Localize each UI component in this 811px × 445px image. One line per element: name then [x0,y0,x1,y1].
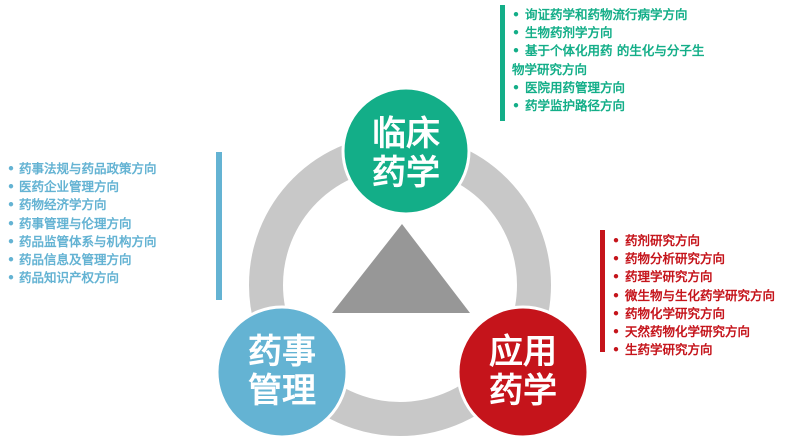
list-item-text: 药学监护路径方向 [525,98,626,114]
list-item-text: 药剂研究方向 [625,233,701,248]
list-item: 药品信息及管理方向 [7,251,212,269]
list-item-text: 药品监管体系与机构方向 [19,233,157,249]
list-item: 药事法规与药品政策方向 [7,160,212,178]
node-clinical-circle [341,86,471,216]
node-management-label-line2: 管理 [248,371,316,411]
list-item: 药品知识产权方向 [7,269,212,287]
list-item-text: 生药学研究方向 [625,342,713,358]
center-triangle [332,224,470,313]
node-clinical-pharmacy: 临床 药学 [341,86,471,216]
list-item: 药事管理与伦理方向 [7,215,212,233]
management-directions-list: 药事法规与药品政策方向 医药企业管理方向 药物经济学方向 药事管理与伦理方向 药… [7,160,212,288]
node-clinical-label-line2: 药学 [372,153,440,193]
list-item-text: 药物经济学方向 [19,197,107,213]
node-management-label-line1: 药事 [248,332,316,372]
list-item-text: 生物药剂学方向 [525,25,613,41]
list-item-text: 药物分析研究方向 [625,251,726,267]
list-item-text: 药品信息及管理方向 [19,252,132,268]
list-item-text: 药事法规与药品政策方向 [19,161,157,176]
list-item: 药物化学研究方向 [612,305,810,323]
node-applied-circle [456,305,590,439]
node-applied-label-line2: 药学 [489,371,557,411]
list-item: 医院用药管理方向 [512,79,762,97]
list-item: 询证药学和药物流行病学方向 [512,6,762,24]
list-item: 药理学研究方向 [612,268,810,286]
list-item-text: 医院用药管理方向 [525,79,626,95]
list-item: 生药学研究方向 [612,341,810,359]
list-item: 药物经济学方向 [7,196,212,214]
list-item-text: 微生物与生化药学研究方向 [625,287,776,303]
list-item: 药学监护路径方向 [512,97,762,115]
list-item: 药剂研究方向 [612,232,810,250]
list-item: 基于个体化用药 的生化与分子生 物学研究方向 [512,42,765,78]
applied-directions-list: 药剂研究方向 药物分析研究方向 药理学研究方向 微生物与生化药学研究方向 药物化… [612,232,810,360]
list-item-text: 药理学研究方向 [625,269,713,285]
list-item-text: 询证药学和药物流行病学方向 [525,7,688,22]
node-applied-label-line1: 应用 [489,332,557,372]
list-item-text: 药事管理与伦理方向 [19,215,132,231]
node-applied-pharmacy: 应用 药学 [456,305,590,439]
list-item: 药物分析研究方向 [612,250,810,268]
list-item-text-continued: 物学研究方向 [512,61,588,77]
list-item-text: 药物化学研究方向 [625,305,726,321]
clinical-divider-bar [500,5,505,121]
node-management-circle [215,305,349,439]
list-item-text: 医药企业管理方向 [19,179,120,195]
list-item: 生物药剂学方向 [512,24,762,42]
node-pharmacy-administration: 药事 管理 [215,305,349,439]
node-clinical-label-line1: 临床 [372,114,440,154]
list-item: 药品监管体系与机构方向 [7,233,212,251]
applied-divider-bar [600,230,605,352]
management-divider-bar [216,152,222,300]
list-item: 医药企业管理方向 [7,178,212,196]
list-item-text: 基于个体化用药 的生化与分子生 [525,43,705,59]
list-item-text: 天然药物化学研究方向 [625,324,751,340]
list-item-text: 药品知识产权方向 [19,270,120,286]
list-item: 天然药物化学研究方向 [612,323,810,341]
clinical-directions-list: 询证药学和药物流行病学方向 生物药剂学方向 基于个体化用药 的生化与分子生 物学… [512,6,762,115]
list-item: 微生物与生化药学研究方向 [612,287,810,305]
